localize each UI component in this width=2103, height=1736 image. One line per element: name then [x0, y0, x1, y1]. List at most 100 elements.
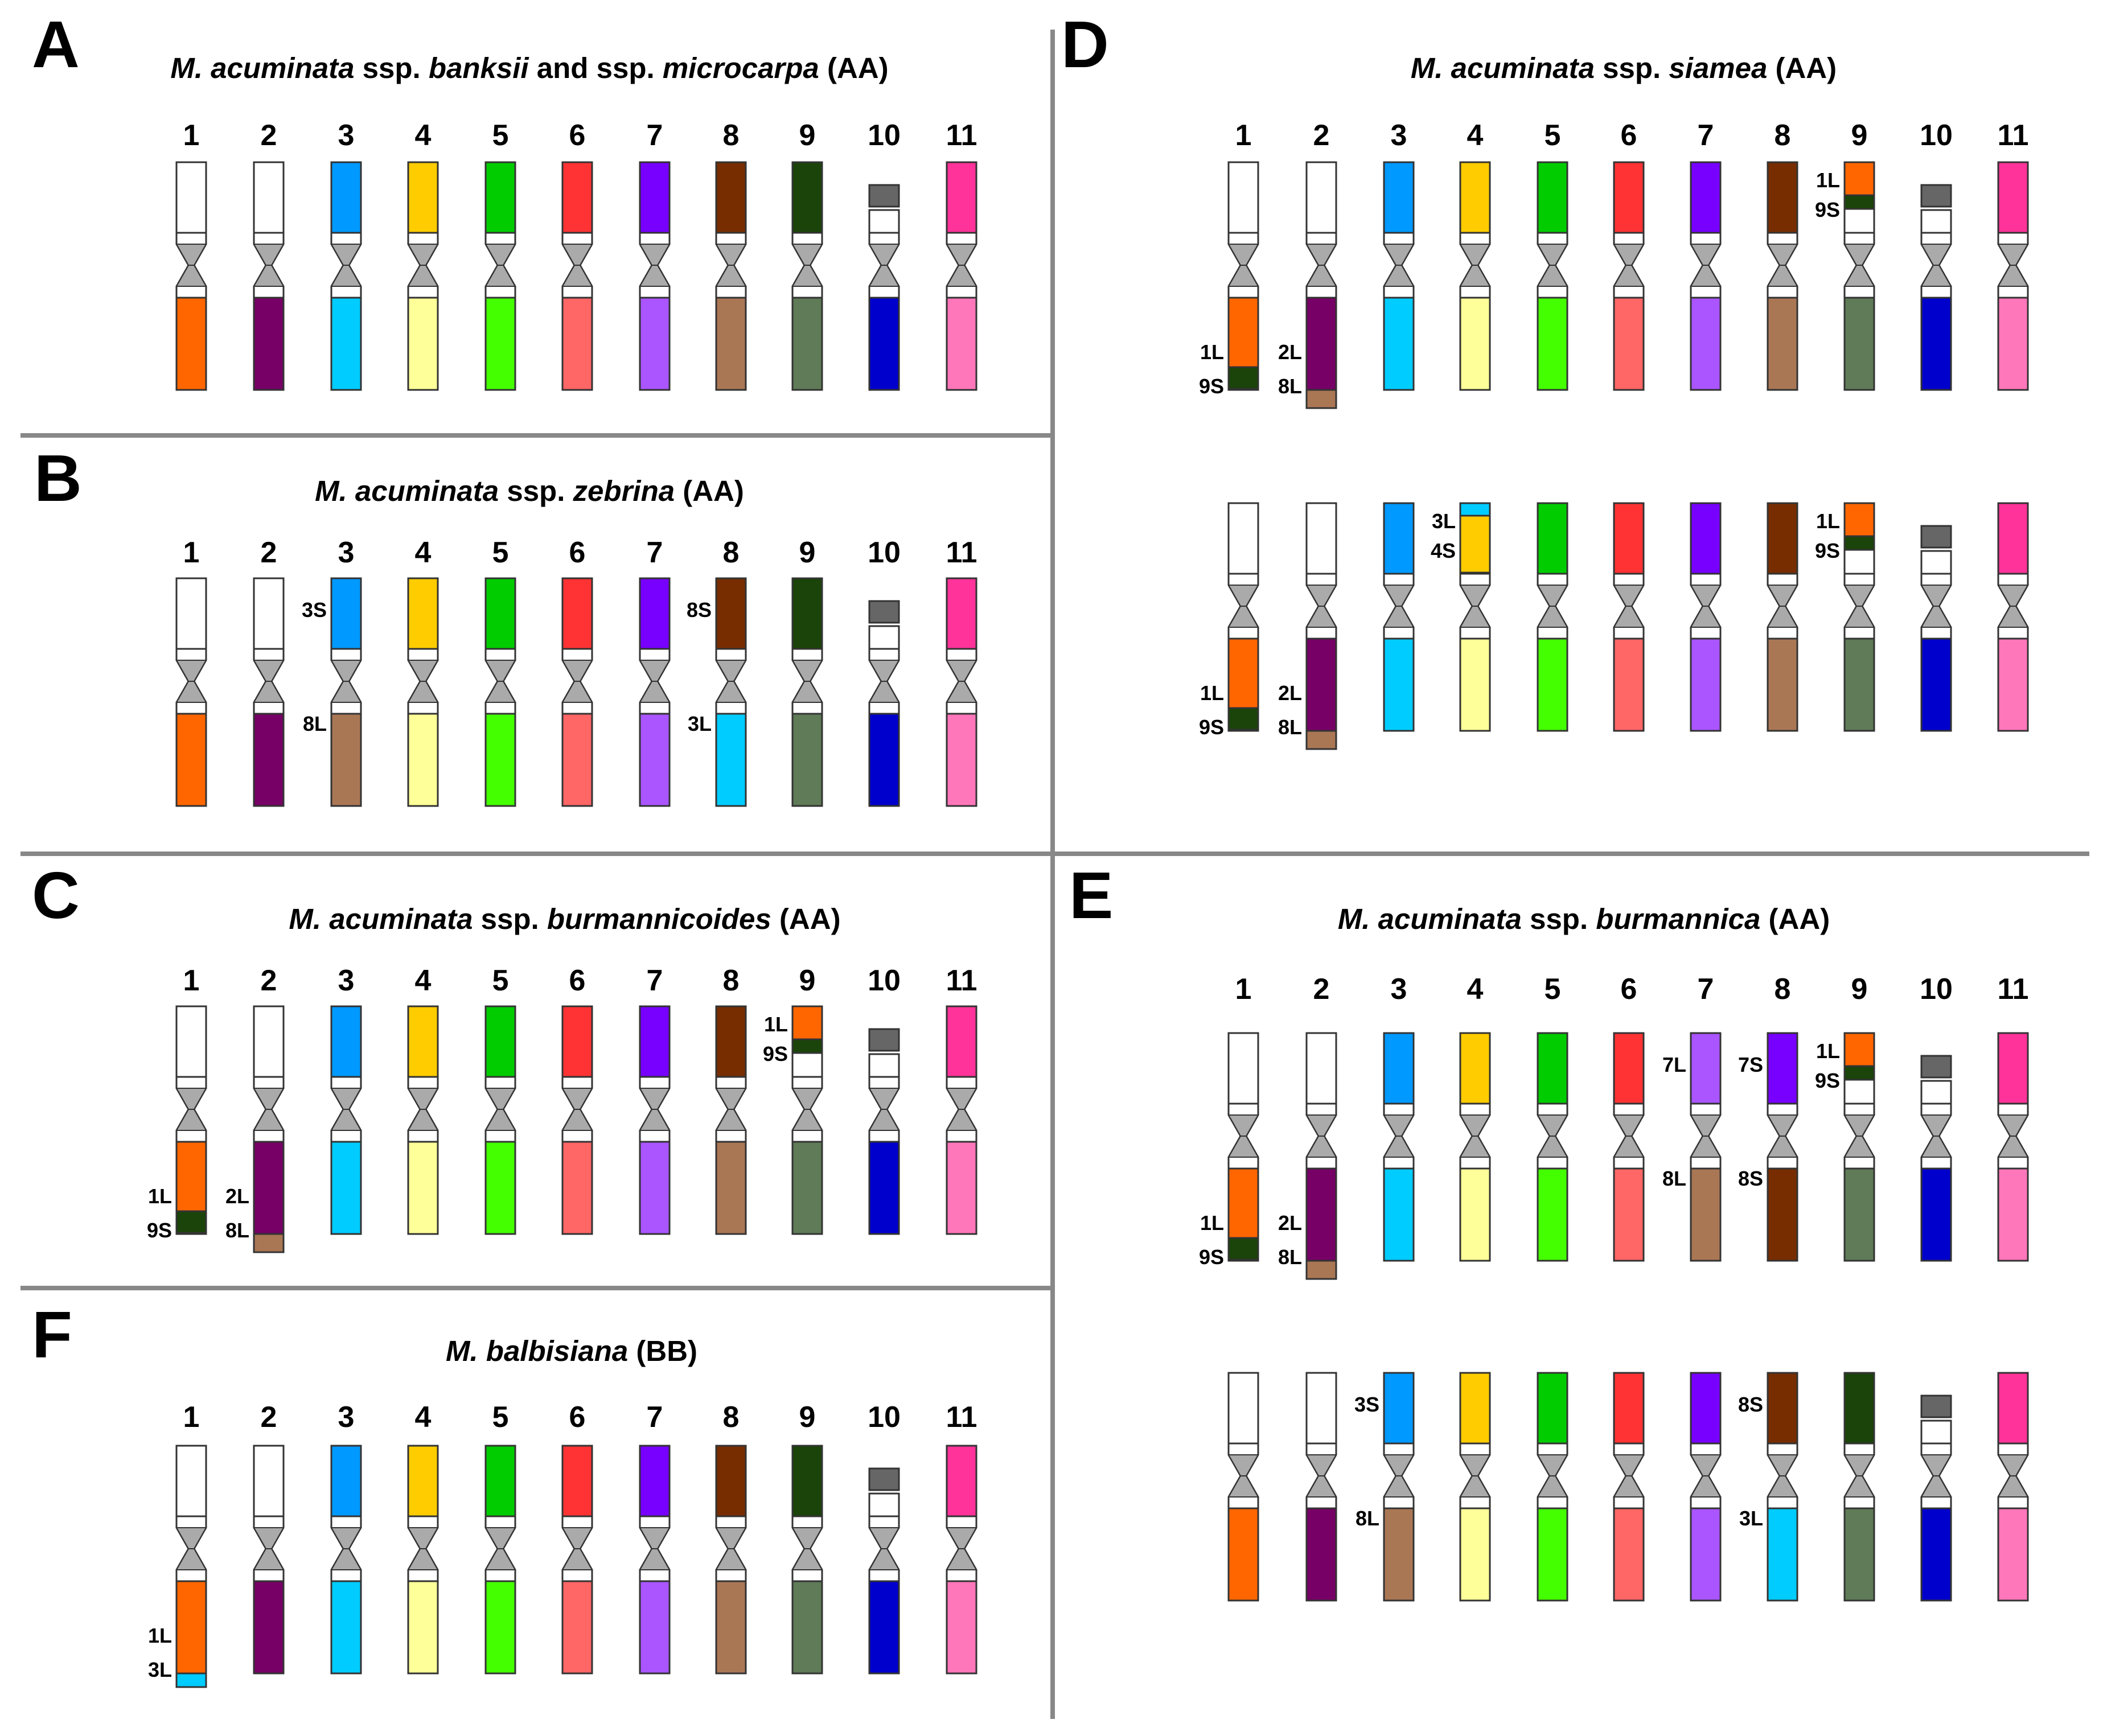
centromere-upper	[1227, 1114, 1259, 1137]
centromere-upper	[1305, 244, 1337, 266]
long-arm-8L	[715, 1580, 747, 1675]
chromosome-2	[253, 577, 285, 807]
chromosome-9	[791, 161, 823, 391]
chromosome-number: 4	[415, 536, 432, 569]
centromere-upper	[715, 244, 747, 266]
long-arm-1L	[175, 1141, 207, 1212]
chromosome-number: 4	[415, 964, 432, 997]
centromere-lower	[1227, 1136, 1259, 1158]
centromere-lower	[561, 1548, 593, 1570]
centromere-upper	[330, 660, 362, 682]
long-arm-5L	[1537, 297, 1568, 391]
chromosome-5	[1537, 1372, 1568, 1602]
centromere-lower	[1305, 606, 1337, 628]
chromosome-4	[407, 161, 439, 391]
centromere-upper	[791, 660, 823, 682]
chromosome-9	[1843, 1372, 1875, 1602]
centromere-lower	[639, 1548, 671, 1570]
short-arm-6S	[561, 577, 593, 650]
chromosome-11	[946, 577, 977, 807]
long-arm-1L	[175, 1580, 207, 1675]
short-arm-2S	[253, 1445, 285, 1517]
panel-title: M. acuminata ssp. burmannica (AA)	[1338, 903, 1830, 935]
centromere-lower	[1997, 606, 2029, 628]
centromere-lower	[1383, 265, 1415, 287]
satellite-block	[1920, 184, 1952, 208]
centromere-upper	[791, 244, 823, 266]
centromere-upper	[1920, 1114, 1952, 1137]
long-arm-9L	[1843, 1507, 1875, 1602]
centromere-lower	[946, 1548, 977, 1570]
centromere-lower	[407, 1548, 439, 1570]
centromere-upper	[639, 244, 671, 266]
chromosome-4	[1459, 1372, 1491, 1602]
long-arm-3L	[1383, 1167, 1415, 1262]
short-arm-4S	[407, 161, 439, 234]
short-arm-3S	[330, 1445, 362, 1517]
short-arm-3S	[1383, 1372, 1415, 1445]
short-arm	[868, 209, 900, 234]
arm-label: 8L	[1278, 715, 1302, 739]
long-arm-8L	[1305, 1260, 1337, 1280]
short-arm-7S	[1690, 161, 1722, 234]
short-arm-2S	[253, 1005, 285, 1078]
short-arm-8S	[715, 577, 747, 650]
centromere-upper	[330, 1527, 362, 1549]
short-arm-5S	[484, 161, 516, 234]
short-arm-2S	[1305, 161, 1337, 234]
centromere-upper	[639, 660, 671, 682]
centromere-upper	[639, 1527, 671, 1549]
long-arm-5L	[1537, 1507, 1568, 1602]
centromere-upper	[561, 244, 593, 266]
centromere-upper	[407, 244, 439, 266]
chromosome-number: 3	[338, 536, 355, 569]
long-arm-7L	[1690, 637, 1722, 732]
chromosome-10	[1920, 525, 1952, 732]
short-arm-7S	[639, 1005, 671, 1078]
short-arm-1S	[1227, 1372, 1259, 1445]
short-arm-11S	[1997, 161, 2029, 234]
centromere-lower	[175, 265, 207, 287]
centromere-upper	[1767, 1454, 1798, 1476]
centromere-lower	[1537, 265, 1568, 287]
satellite-block	[868, 1467, 900, 1491]
centromere-lower	[868, 681, 900, 703]
centromere-lower	[1537, 1136, 1568, 1158]
short-arm-1L	[1843, 502, 1875, 537]
short-arm-3S	[330, 161, 362, 234]
chromosome-number: 7	[647, 1401, 663, 1434]
centromere-upper	[1997, 585, 2029, 607]
short-arm-9S	[1843, 1065, 1875, 1081]
short-arm-6S	[1613, 161, 1645, 234]
centromere-upper	[561, 660, 593, 682]
chromosome-number: 3	[338, 119, 355, 152]
chromosome-3	[1383, 161, 1415, 391]
centromere-lower	[1997, 1136, 2029, 1158]
long-arm-5L	[484, 713, 516, 807]
short-arm-11S	[946, 161, 977, 234]
chromosome-number: 5	[492, 536, 509, 569]
centromere-lower	[1459, 265, 1491, 287]
long-arm-5L	[484, 1141, 516, 1235]
short-arm-5S	[1537, 161, 1568, 234]
centromere-lower	[1843, 606, 1875, 628]
chromosome-7	[639, 1005, 671, 1235]
arm-label: 9S	[147, 1219, 172, 1242]
centromere-upper	[1459, 1114, 1491, 1137]
chromosome-7	[1690, 502, 1722, 732]
chromosome-10	[868, 1467, 900, 1675]
short-arm-2S	[1305, 1372, 1337, 1445]
centromere-upper	[1767, 244, 1798, 266]
short-arm-5S	[1537, 1372, 1568, 1445]
centromere-upper	[1843, 585, 1875, 607]
chromosome-row	[175, 161, 977, 391]
long-arm-5L	[1537, 637, 1568, 732]
chromosome-2	[1305, 1372, 1337, 1602]
long-arm-8L	[253, 1233, 285, 1253]
